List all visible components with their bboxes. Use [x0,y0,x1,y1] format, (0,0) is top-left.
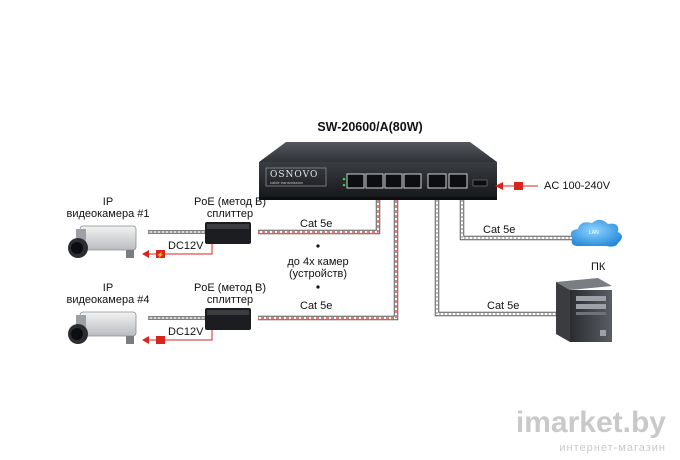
pc-tower [556,278,612,342]
pc-label: ПК [591,261,606,273]
camera-count-note-line2: (устройств) [288,268,347,280]
power-label: AC 100-240V [544,180,611,192]
ip-camera-4 [68,311,137,344]
camera4-title-line1: IP [102,282,114,294]
switch-model-label: SW-20600/A(80W) [317,120,423,134]
camera-count-note-line1: до 4х камер [287,256,349,268]
dc-line-1: ⚡ [142,244,213,259]
watermark-logo: imarket.by [515,406,666,439]
dc-line-4 [142,330,213,344]
cable-cam4 [258,200,399,321]
cable-label-pc: Cat 5e [487,300,520,312]
cable-label-cloud: Cat 5e [483,224,516,236]
cable-pc [434,200,556,317]
splitter1-title-line1: PoE (метод B) [193,196,267,208]
power-inlet [472,179,488,187]
cable-label-cam4: Cat 5e [300,300,333,312]
poe-switch [259,142,497,200]
switch-ports [346,173,468,189]
brand-subtitle: cable transmission [270,180,304,185]
poe-splitter-1 [205,222,251,244]
camera1-title-line1: IP [102,196,114,208]
cable-cloud [459,200,575,241]
ip-camera-1 [68,225,137,258]
dc-label-4: DC12V [168,326,204,338]
ellipsis-dots [316,244,320,289]
status-leds [342,177,346,187]
splitter1-title-line2: сплиттер [206,208,254,220]
splitter4-title-line1: PoE (метод B) [193,282,267,294]
watermark-subtitle: интернет-магазин [559,442,666,454]
svg-text:⚡: ⚡ [157,251,164,259]
lan-cloud-icon [570,219,622,247]
camera4-title-line2: видеокамера #4 [66,294,150,306]
poe-splitter-4 [205,308,251,330]
cable-label-cam1: Cat 5e [300,218,333,230]
camera1-title-line2: видеокамера #1 [66,208,150,220]
splitter4-title-line2: сплиттер [206,294,254,306]
cloud-label: LAN [589,230,599,236]
dc-label-1: DC12V [168,240,204,252]
brand-logo: OSNOVO [270,170,319,180]
ac-power-arrow [495,182,538,190]
cable-cam1 [258,200,381,235]
